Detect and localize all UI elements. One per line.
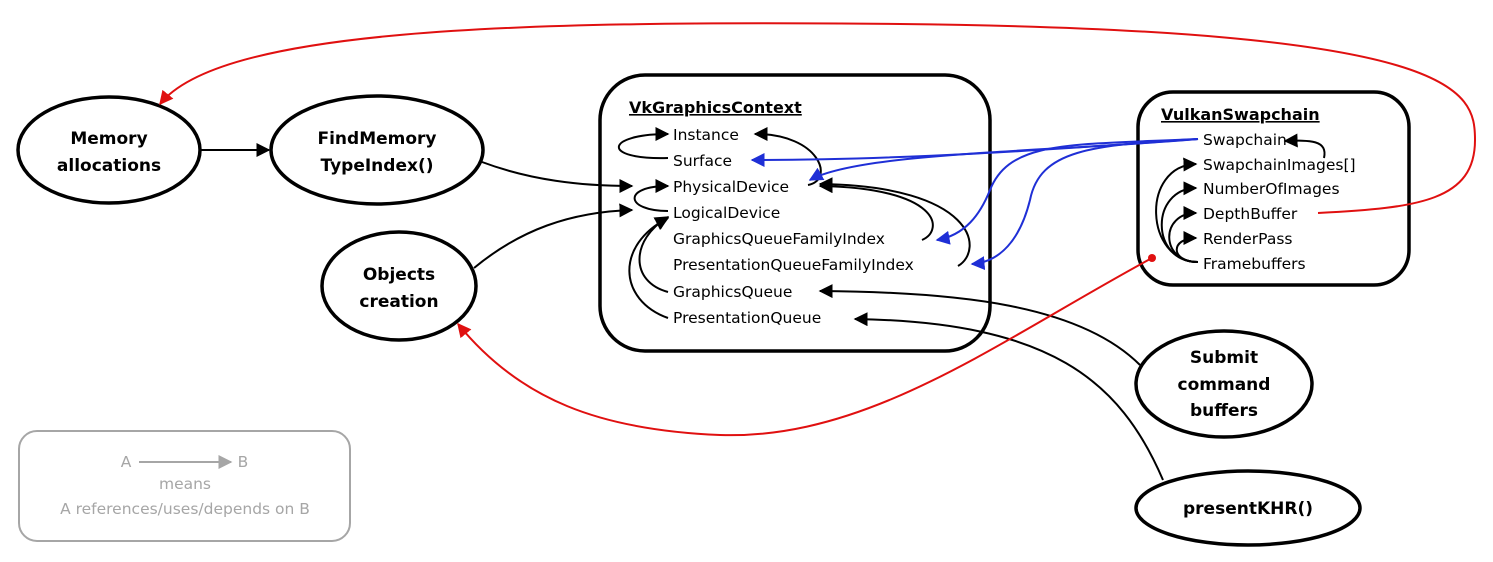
edge-swapchainimages-to-swapchain xyxy=(1283,133,1326,159)
edge-swapchain-to-objects xyxy=(457,257,1153,437)
edge-framebuffers-to-renderpass xyxy=(1175,231,1199,263)
blue-edges xyxy=(750,138,1199,271)
field-render-pass: RenderPass xyxy=(1203,230,1292,248)
edge-swapchain-to-graphicsqfi xyxy=(935,138,1199,245)
legend-a-label: A xyxy=(121,453,132,471)
node-label-line: buffers xyxy=(1190,401,1258,421)
red-edge-origin-dot xyxy=(1148,254,1156,262)
legend: A B means A references/uses/depends on B xyxy=(18,430,351,542)
edge-logicaldevice-to-physicaldevice xyxy=(633,179,670,212)
edge-surface-to-instance xyxy=(618,127,670,160)
graphics-context-box: VkGraphicsContext Instance Surface Physi… xyxy=(598,73,992,353)
node-label-line: allocations xyxy=(57,156,161,176)
field-surface: Surface xyxy=(673,152,732,170)
field-presentation-queue: PresentationQueue xyxy=(673,309,821,327)
field-swapchain-images: SwapchainImages[] xyxy=(1203,156,1356,174)
field-number-of-images: NumberOfImages xyxy=(1203,180,1340,198)
edge-swapchain-to-presentationqfi xyxy=(970,138,1199,271)
node-find-memory-type-index: FindMemory TypeIndex() xyxy=(269,94,485,206)
node-objects-creation: Objects creation xyxy=(320,230,478,342)
edge-findmemory-to-physicaldevice xyxy=(481,161,634,193)
field-physical-device: PhysicalDevice xyxy=(673,178,789,196)
field-logical-device: LogicalDevice xyxy=(673,204,780,222)
field-depth-buffer: DepthBuffer xyxy=(1203,205,1298,223)
field-presentation-queue-family-index: PresentationQueueFamilyIndex xyxy=(673,256,914,274)
node-label-line: FindMemory xyxy=(317,129,436,149)
node-present-khr: presentKHR() xyxy=(1134,469,1362,547)
node-label-line: command xyxy=(1178,375,1271,395)
legend-b-label: B xyxy=(238,453,249,471)
edge-physicaldevice-to-instance xyxy=(753,127,822,186)
graphics-context-title: VkGraphicsContext xyxy=(629,98,802,117)
swapchain-box: VulkanSwapchain Swapchain SwapchainImage… xyxy=(1136,90,1411,287)
legend-means: means xyxy=(159,475,211,493)
node-label-line: Memory xyxy=(70,129,147,149)
node-memory-allocations: Memory allocations xyxy=(16,95,202,205)
edge-objects-to-logicaldevice xyxy=(473,203,634,269)
swapchain-title: VulkanSwapchain xyxy=(1161,105,1320,124)
node-label-line: creation xyxy=(359,292,438,312)
field-framebuffers: Framebuffers xyxy=(1203,255,1306,273)
field-instance: Instance xyxy=(673,126,739,144)
edge-graphicsqfi-to-physicaldevice xyxy=(818,179,934,241)
node-label-line: presentKHR() xyxy=(1183,499,1313,519)
legend-explanation: A references/uses/depends on B xyxy=(60,500,310,518)
field-swapchain: Swapchain xyxy=(1203,131,1287,149)
edge-presentationqfi-to-physicaldevice xyxy=(818,177,971,267)
edge-submit-to-graphicsqueue xyxy=(818,284,1141,366)
red-edges xyxy=(159,22,1477,437)
edge-presentationqueue-to-logicaldevice xyxy=(628,217,670,319)
field-graphics-queue: GraphicsQueue xyxy=(673,283,792,301)
node-label-line: Submit xyxy=(1190,348,1258,368)
black-edges xyxy=(200,127,1326,481)
edge-present-to-presentationqueue xyxy=(853,312,1164,481)
node-label-line: Objects xyxy=(363,265,435,285)
field-graphics-queue-family-index: GraphicsQueueFamilyIndex xyxy=(673,230,885,248)
node-label-line: TypeIndex() xyxy=(321,156,434,176)
node-submit-command-buffers: Submit command buffers xyxy=(1134,329,1314,439)
edge-depthbuffer-to-memalloc xyxy=(159,22,1477,214)
